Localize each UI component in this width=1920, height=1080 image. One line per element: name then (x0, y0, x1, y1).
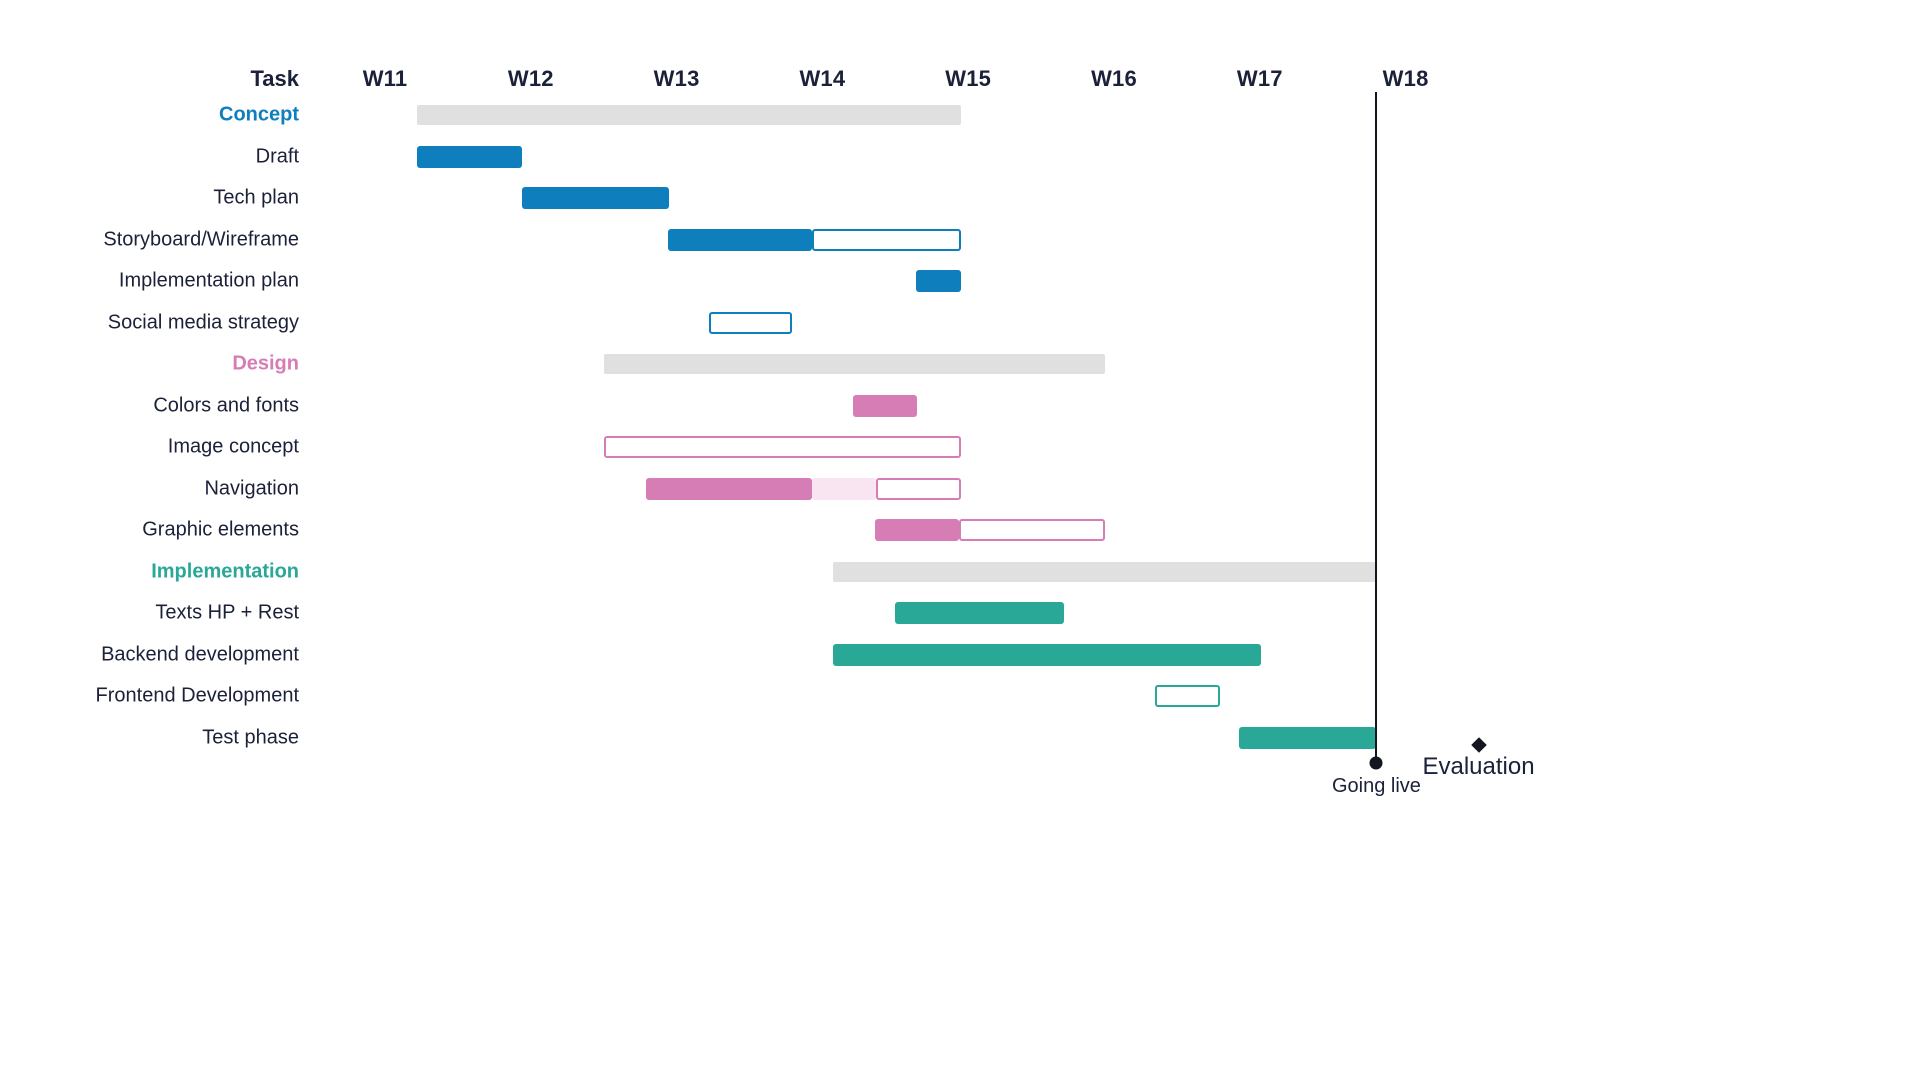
bar-image-concept[interactable] (603, 436, 961, 458)
going-live-line (1375, 92, 1378, 764)
going-live-marker-icon[interactable] (1369, 756, 1383, 769)
bar-implementation-plan[interactable] (915, 270, 961, 292)
bar-navigation-seg2[interactable] (812, 477, 877, 500)
task-label-frontend-development: Frontend Development (95, 684, 299, 707)
axis-tick-w16: W16 (1091, 66, 1137, 91)
bar-design[interactable] (603, 354, 1106, 374)
axis-tick-w11: W11 (362, 66, 408, 91)
task-label-tech-plan: Tech plan (213, 186, 299, 209)
task-label-colors-and-fonts: Colors and fonts (153, 394, 299, 416)
task-label-test-phase: Test phase (202, 726, 299, 748)
axis-tick-w14: W14 (799, 66, 846, 91)
task-label-texts-hp-rest: Texts HP + Rest (155, 601, 299, 624)
axis-tick-w12: W12 (507, 66, 554, 91)
axis-tick-w13: W13 (653, 66, 700, 91)
bar-backend-development[interactable] (832, 643, 1262, 666)
bar-storyboard-wireframe-seg1[interactable] (667, 228, 813, 251)
evaluation-label: Evaluation (1422, 752, 1535, 780)
bar-frontend-development[interactable] (1154, 685, 1221, 707)
bar-texts-hp-rest[interactable] (895, 602, 1065, 624)
evaluation-marker-icon[interactable] (1470, 736, 1487, 753)
bar-draft[interactable] (417, 145, 523, 168)
bar-navigation-seg1[interactable] (645, 477, 813, 500)
task-label-implementation-plan: Implementation plan (118, 269, 299, 292)
section-label-concept: Concept (219, 103, 299, 126)
task-label-navigation: Navigation (204, 477, 299, 499)
task-column-header: Task (250, 66, 299, 91)
bar-implementation[interactable] (832, 561, 1377, 582)
axis-tick-w18: W18 (1382, 66, 1429, 91)
bar-tech-plan[interactable] (522, 187, 670, 209)
task-label-image-concept: Image concept (167, 435, 299, 458)
bar-graphic-elements-seg1[interactable] (874, 519, 960, 541)
bar-social-media-strategy[interactable] (708, 311, 792, 334)
axis-tick-w17: W17 (1236, 66, 1283, 91)
task-label-draft: Draft (255, 145, 299, 167)
section-label-design: Design (232, 352, 299, 375)
bar-graphic-elements-seg2[interactable] (959, 519, 1106, 541)
task-label-backend-development: Backend development (101, 643, 299, 665)
task-label-social-media-strategy: Social media strategy (107, 311, 299, 333)
bar-colors-and-fonts[interactable] (853, 394, 918, 417)
task-label-graphic-elements: Graphic elements (142, 518, 299, 541)
bar-navigation-seg3[interactable] (876, 477, 961, 500)
axis-tick-w15: W15 (945, 66, 992, 91)
section-label-implementation: Implementation (151, 560, 299, 582)
bar-concept[interactable] (417, 105, 961, 125)
task-label-storyboard-wireframe: Storyboard/Wireframe (103, 228, 299, 250)
bar-storyboard-wireframe-seg2[interactable] (812, 228, 961, 251)
going-live-label: Going live (1331, 774, 1421, 797)
bar-test-phase[interactable] (1239, 726, 1377, 749)
